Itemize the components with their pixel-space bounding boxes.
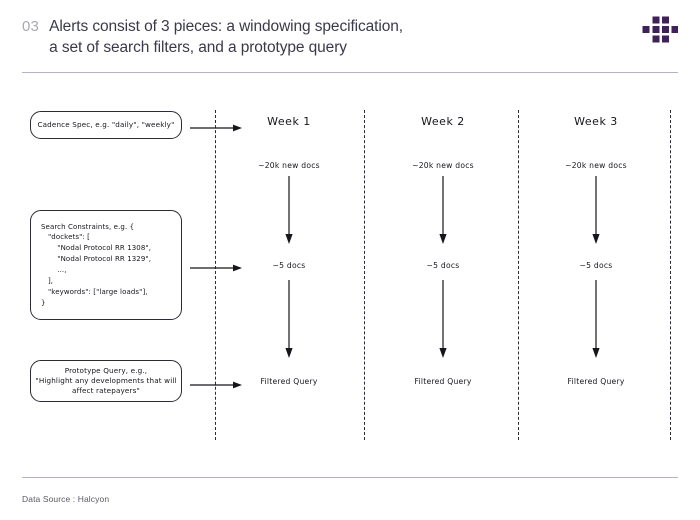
week-3-arrow-1 <box>589 176 603 249</box>
week-1-stage-2: ~5 docs <box>272 261 306 270</box>
week-2-arrow-2 <box>436 280 450 363</box>
week-3-arrow-2 <box>589 280 603 363</box>
week-2-stage-1: ~20k new docs <box>412 161 474 170</box>
week-1-arrow-1 <box>282 176 296 249</box>
prototype-query-label: Prototype Query, e.g., "Highlight any de… <box>35 366 177 395</box>
week-1-arrow-2 <box>282 280 296 363</box>
week-2-title: Week 2 <box>421 115 465 128</box>
search-constraints-box: Search Constraints, e.g. { "dockets": [ … <box>30 210 182 320</box>
cadence-spec-box: Cadence Spec, e.g. "daily", "weekly" <box>30 111 182 139</box>
column-separator-4 <box>670 110 671 440</box>
page-title: Alerts consist of 3 pieces: a windowing … <box>49 16 403 58</box>
column-separator-3 <box>518 110 519 440</box>
slide-header: 03 Alerts consist of 3 pieces: a windowi… <box>22 16 622 58</box>
footer-divider <box>22 477 678 478</box>
week-2-arrow-1 <box>436 176 450 249</box>
prototype-query-box: Prototype Query, e.g., "Highlight any de… <box>30 360 182 402</box>
week-3-stage-2: ~5 docs <box>579 261 613 270</box>
week-2-stage-3: Filtered Query <box>414 377 472 386</box>
column-separator-1 <box>215 110 216 440</box>
week-3-title: Week 3 <box>574 115 618 128</box>
connector-arrow-cadence <box>190 120 242 132</box>
data-source-note: Data Source : Halcyon <box>22 494 110 504</box>
diagram-canvas: Cadence Spec, e.g. "daily", "weekly" Sea… <box>0 90 700 460</box>
halcyon-logo <box>638 16 678 44</box>
page-title-line-2: a set of search filters, and a prototype… <box>49 39 347 56</box>
week-2-stage-2: ~5 docs <box>426 261 460 270</box>
week-3-stage-1: ~20k new docs <box>565 161 627 170</box>
week-3-stage-3: Filtered Query <box>567 377 625 386</box>
connector-arrow-constraints <box>190 260 242 272</box>
week-1-stage-3: Filtered Query <box>260 377 318 386</box>
slide-number: 03 <box>22 18 40 35</box>
cadence-spec-label: Cadence Spec, e.g. "daily", "weekly" <box>37 120 175 130</box>
page-title-line-1: Alerts consist of 3 pieces: a windowing … <box>49 18 403 35</box>
search-constraints-label: Search Constraints, e.g. { "dockets": [ … <box>41 222 152 307</box>
connector-arrow-query <box>190 377 242 389</box>
header-divider <box>22 72 678 73</box>
week-1-title: Week 1 <box>267 115 311 128</box>
column-separator-2 <box>364 110 365 440</box>
week-1-stage-1: ~20k new docs <box>258 161 320 170</box>
